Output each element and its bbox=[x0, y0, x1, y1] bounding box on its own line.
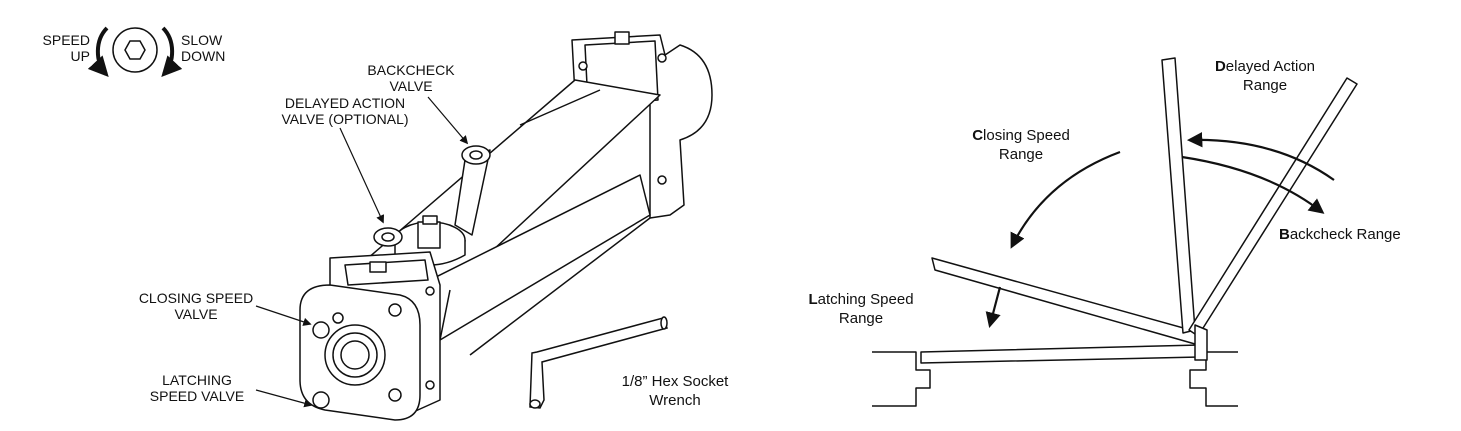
closing-speed-leader bbox=[255, 305, 312, 326]
adjust-legend bbox=[87, 26, 183, 77]
hex-wrench-illustration bbox=[529, 316, 669, 409]
door-swing-diagram bbox=[872, 57, 1358, 407]
slow-down-arrow-icon bbox=[161, 26, 183, 77]
delayed-action-leader bbox=[339, 127, 385, 224]
backcheck-range-label: Backcheck Range bbox=[1279, 226, 1401, 243]
range-arrows bbox=[985, 132, 1335, 328]
latching-speed-leader bbox=[255, 389, 313, 408]
backcheck-arrow bbox=[1181, 155, 1325, 214]
delayed-action-range-label: Delayed Action Range bbox=[1214, 58, 1316, 94]
hex-icon bbox=[124, 40, 146, 60]
speed-up-arrow-icon bbox=[87, 26, 109, 77]
door-closer-illustration bbox=[299, 31, 713, 421]
latching-speed-range-label: Latching Speed Range bbox=[808, 291, 914, 327]
latching-speed-arrow bbox=[985, 286, 1002, 328]
backcheck-leader bbox=[427, 96, 469, 145]
closing-speed-arrow bbox=[1010, 150, 1121, 249]
delayed-action-arrow bbox=[1186, 132, 1335, 181]
callout-leaders bbox=[255, 96, 469, 408]
closing-speed-range-label: Closing Speed Range bbox=[972, 127, 1070, 163]
